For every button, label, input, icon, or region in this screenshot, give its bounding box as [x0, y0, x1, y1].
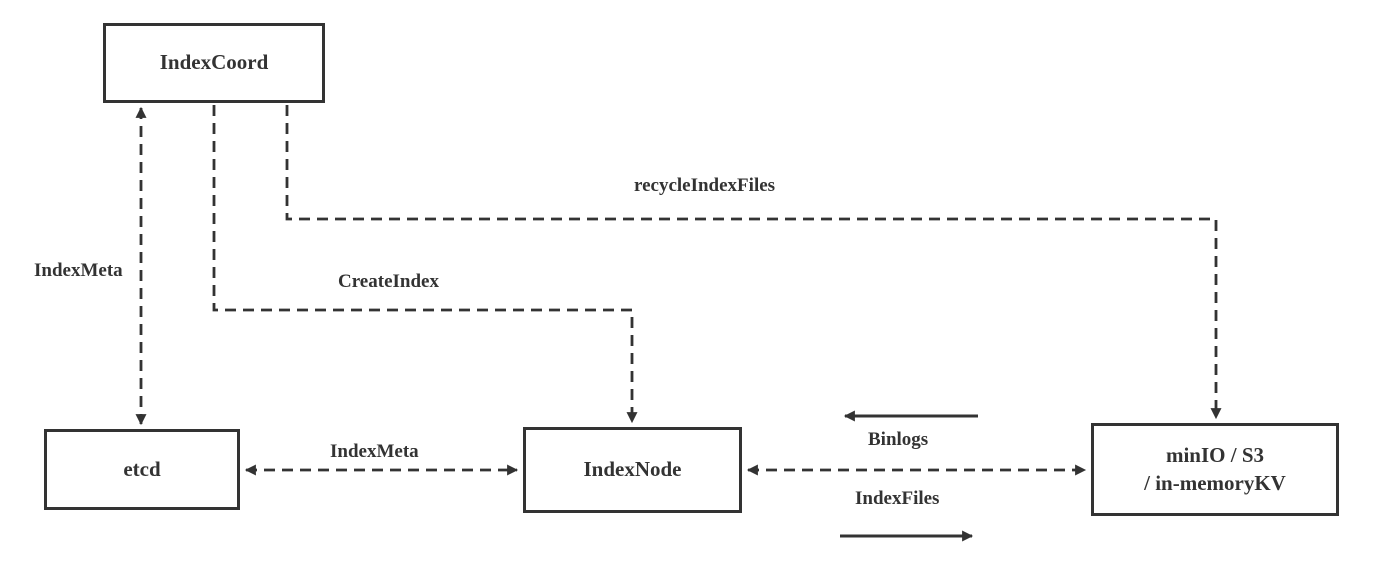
node-storage-label-line1: minIO / S3 [1165, 443, 1265, 468]
edge-label-binlogs: Binlogs [868, 429, 929, 450]
node-indexcoord: IndexCoord [103, 23, 325, 103]
node-storage-label-line2: / in-memoryKV [1144, 470, 1286, 495]
node-indexnode: IndexNode [523, 427, 742, 513]
edge-indexcoord-indexnode [212, 105, 638, 424]
edge-label-recycleindexfiles: recycleIndexFiles [634, 175, 776, 196]
edge-label-indexfiles: IndexFiles [855, 488, 940, 509]
edge-label-indexmeta-middle: IndexMeta [330, 441, 419, 462]
node-etcd-label: etcd [123, 456, 161, 481]
edge-label-createindex: CreateIndex [338, 271, 439, 292]
node-storage: minIO / S3 / in-memoryKV [1091, 423, 1339, 516]
edge-label-indexmeta-left: IndexMeta [34, 260, 123, 281]
node-indexcoord-label: IndexCoord [159, 50, 269, 75]
edge-indexcoord-storage [285, 105, 1222, 420]
node-indexnode-label: IndexNode [583, 457, 682, 482]
node-etcd: etcd [44, 429, 240, 510]
